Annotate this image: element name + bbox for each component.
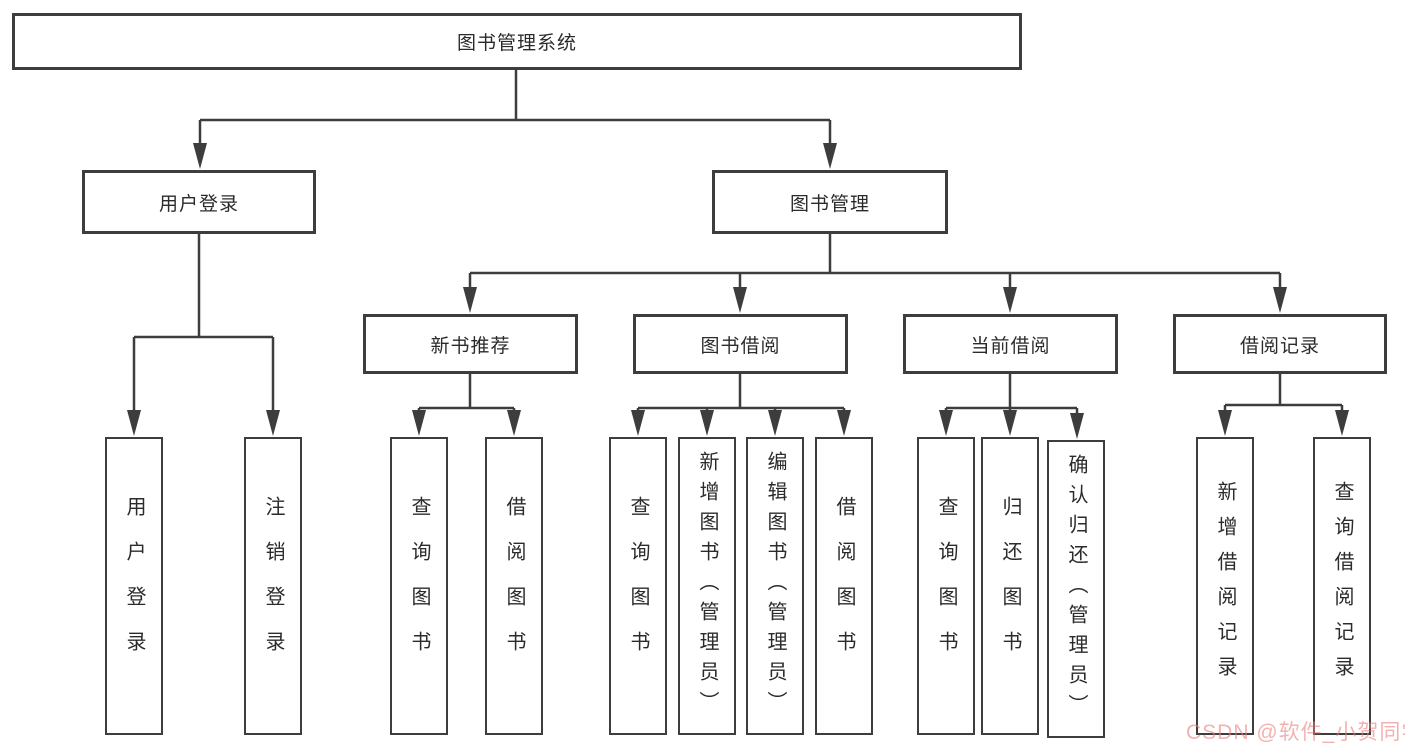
leaf-query-books-current: 查询图书 [917, 437, 975, 735]
leaf-borrow-books-recommend: 借阅图书 [485, 437, 543, 735]
leaf-add-borrow-record: 新增借阅记录 [1196, 437, 1254, 735]
leaf-user-login: 用户登录 [105, 437, 163, 735]
leaf-query-borrow-record: 查询借阅记录 [1313, 437, 1371, 735]
leaf-return-books: 归还图书 [981, 437, 1039, 735]
leaf-borrow-books: 借阅图书 [815, 437, 873, 735]
node-label: 借阅记录 [1239, 335, 1320, 357]
leaf-label: 新增图书（管理员） [696, 451, 718, 721]
leaf-label: 借阅图书 [503, 496, 525, 676]
node-root-label: 图书管理系统 [456, 33, 577, 54]
leaf-label: 确认归还（管理员） [1065, 454, 1087, 724]
leaf-label: 归还图书 [999, 496, 1021, 676]
node-label: 当前借阅 [970, 335, 1051, 357]
leaf-edit-books-admin: 编辑图书（管理员） [746, 437, 804, 735]
leaf-add-books-admin: 新增图书（管理员） [678, 437, 736, 735]
connector-paths [132, 70, 1344, 433]
node-borrow-records: 借阅记录 [1173, 314, 1387, 374]
arrowhead-icons [127, 143, 1349, 439]
node-label: 图书借阅 [700, 335, 781, 357]
node-current-borrow: 当前借阅 [903, 314, 1118, 374]
leaf-confirm-return-admin: 确认归还（管理员） [1047, 440, 1105, 738]
leaf-query-books-recommend: 查询图书 [390, 437, 448, 735]
leaf-label: 查询图书 [935, 496, 957, 676]
leaf-label: 注销登录 [262, 496, 284, 676]
node-book-borrow: 图书借阅 [633, 314, 848, 374]
node-label: 用户登录 [158, 193, 239, 215]
node-label: 图书管理 [789, 193, 870, 215]
leaf-label: 编辑图书（管理员） [764, 451, 786, 721]
leaf-label: 查询借阅记录 [1331, 481, 1353, 691]
node-root-system: 图书管理系统 [12, 13, 1022, 70]
node-new-book-recommend: 新书推荐 [363, 314, 578, 374]
leaf-query-books-borrow: 查询图书 [609, 437, 667, 735]
leaf-label: 查询图书 [627, 496, 649, 676]
leaf-label: 新增借阅记录 [1214, 481, 1236, 691]
node-label: 新书推荐 [430, 335, 511, 357]
node-book-management-module: 图书管理 [712, 170, 948, 234]
csdn-watermark: CSDN @软件_小贺同学 [1186, 721, 1405, 744]
leaf-label: 借阅图书 [833, 496, 855, 676]
leaf-label: 查询图书 [408, 496, 430, 676]
node-user-login-module: 用户登录 [82, 170, 316, 234]
leaf-label: 用户登录 [123, 496, 145, 676]
leaf-logout: 注销登录 [244, 437, 302, 735]
